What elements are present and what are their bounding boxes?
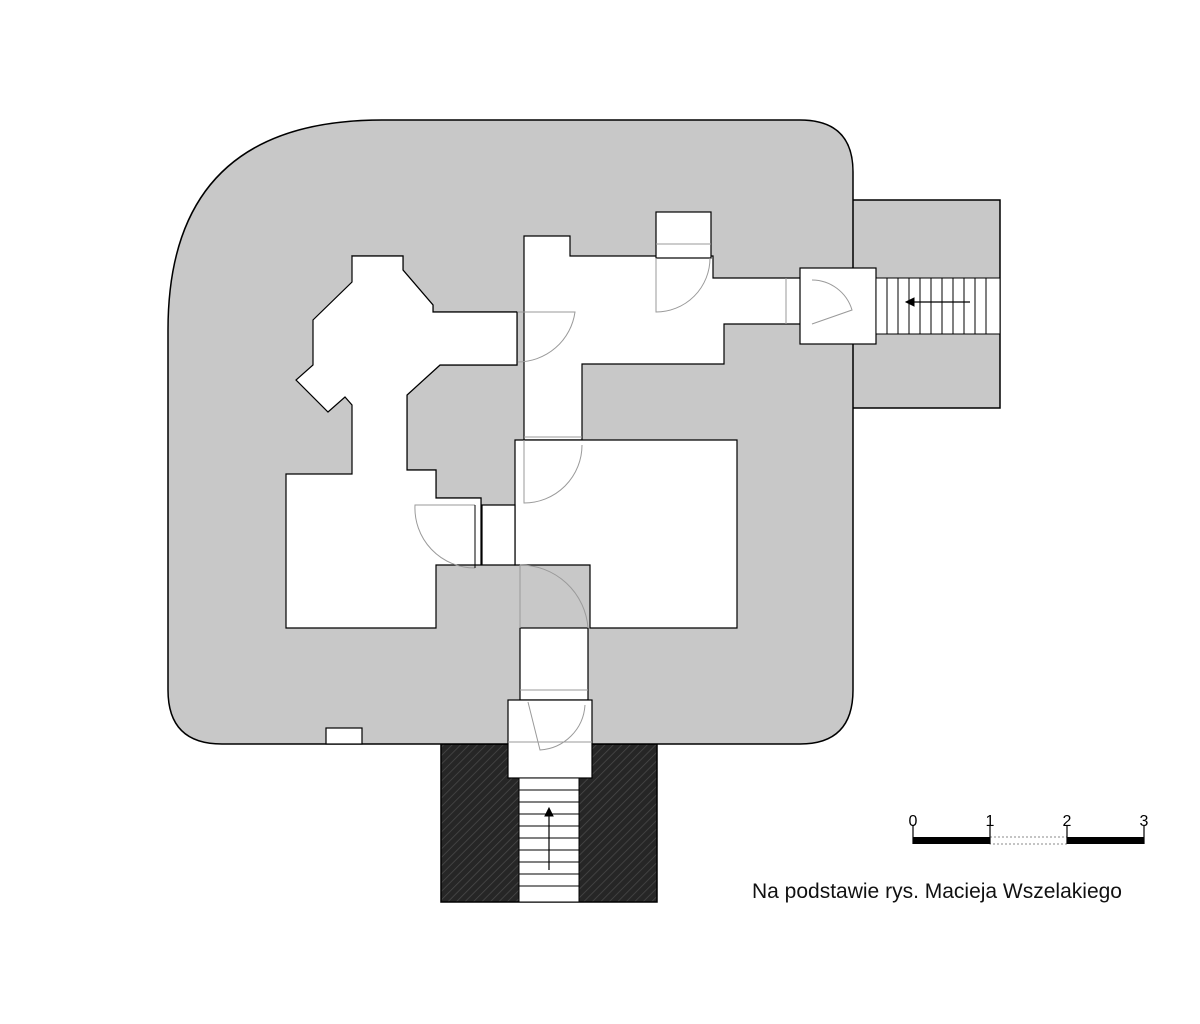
scale-bar-seg-0-1 — [913, 837, 990, 844]
scale-bar: 0 1 2 3 — [909, 813, 1149, 845]
scale-tick-1: 1 — [986, 813, 995, 830]
stairs-south — [518, 777, 580, 903]
scale-bar-seg-1-2 — [989, 836, 1068, 845]
credit-text: Na podstawie rys. Macieja Wszelakiego — [752, 880, 1122, 903]
entrance-east — [799, 267, 877, 345]
doors — [414, 243, 853, 751]
room-octagonal-shape — [285, 255, 518, 629]
concrete-block — [167, 119, 854, 745]
corridor-south — [519, 627, 589, 701]
stairs-east — [875, 277, 1001, 335]
scale-bar-seg-2-3 — [1067, 837, 1144, 844]
niche — [325, 727, 363, 745]
scale-tick-0: 0 — [909, 813, 918, 830]
scale-tick-2: 2 — [1063, 813, 1072, 830]
scale-tick-3: 3 — [1140, 813, 1149, 830]
room-link — [481, 504, 516, 566]
rooms — [285, 211, 877, 779]
entrance-south — [507, 699, 593, 779]
chamber-north — [655, 211, 712, 259]
